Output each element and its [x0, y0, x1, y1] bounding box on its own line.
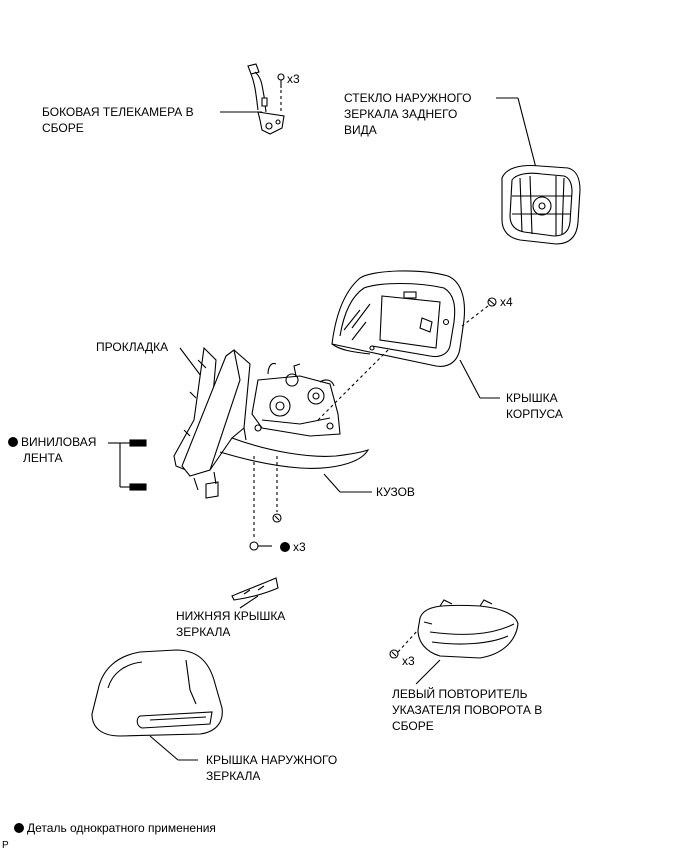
label-mirror-glass: СТЕКЛО НАРУЖНОГО ЗЕРКАЛА ЗАДНЕГО ВИДА	[344, 91, 472, 137]
vinyl-tape-parts	[108, 439, 147, 491]
label-body: КУЗОВ	[376, 485, 415, 499]
qty-repeater-screws: x3	[402, 654, 415, 668]
single-use-dot-icon	[8, 437, 18, 447]
repeater-screw	[389, 629, 419, 659]
label-vinyl-tape: ВИНИЛОВАЯ ЛЕНТА	[8, 434, 96, 466]
gasket-part	[173, 346, 217, 471]
housing-cover-part	[331, 270, 466, 367]
label-gasket: ПРОКЛАДКА	[96, 340, 169, 354]
dashed-link-body-cover	[317, 349, 389, 421]
label-lower-mirror-cover: НИЖНЯЯ КРЫШКА ЗЕРКАЛА	[176, 609, 286, 639]
leader-lower-cover	[239, 595, 259, 609]
turn-repeater-part	[417, 599, 519, 659]
qty-camera-screws: x3	[287, 72, 300, 86]
lower-mirror-cover-part	[231, 577, 279, 601]
body-screw-upper	[272, 456, 282, 523]
leader-housing-cover	[459, 359, 481, 399]
legend-text: Деталь однократного применения	[27, 821, 216, 835]
label-outer-mirror-cover: КРЫШКА НАРУЖНОГО ЗЕРКАЛА	[206, 753, 338, 783]
outer-mirror-cover-part	[91, 649, 223, 737]
side-camera-part	[247, 63, 285, 135]
legend: Деталь однократного применения	[14, 820, 216, 836]
leader-body	[323, 473, 341, 493]
single-use-dot-icon	[280, 542, 290, 552]
leader-outer-cover	[149, 735, 179, 761]
label-housing-cover: КРЫШКА КОРПУСА	[506, 391, 563, 421]
leader-turn-repeater	[415, 659, 441, 685]
page-mark: P	[2, 840, 9, 851]
camera-screw	[277, 73, 285, 112]
label-turn-repeater: ЛЕВЫЙ ПОВТОРИТЕЛЬ УКАЗАТЕЛЯ ПОВОРОТА В С…	[392, 687, 543, 733]
body-screw-lower	[249, 456, 272, 551]
label-side-camera: БОКОВАЯ ТЕЛЕКАМЕРА В СБОРЕ	[42, 105, 194, 135]
qty-cover-screws: x4	[500, 295, 513, 309]
qty-body-screws: x3	[280, 540, 306, 554]
mirror-glass-part	[501, 164, 581, 245]
cover-screw	[461, 297, 497, 327]
single-use-dot-icon	[14, 823, 24, 833]
mirror-body-part	[181, 349, 370, 499]
